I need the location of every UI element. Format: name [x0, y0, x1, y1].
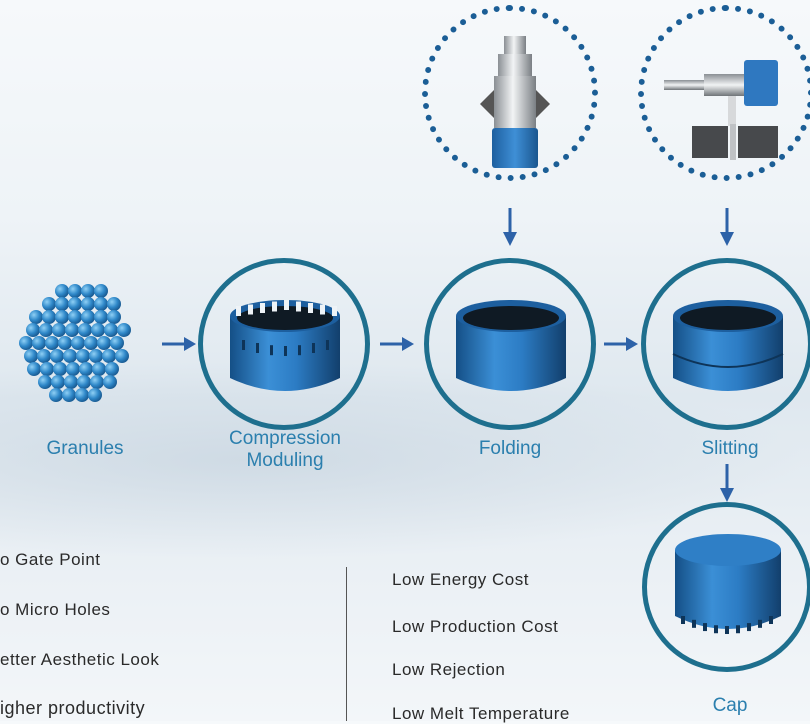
slitting-part-image	[672, 300, 784, 391]
compression-label-line2: Moduling	[246, 450, 324, 471]
benefits-divider	[346, 567, 347, 721]
benefit-right-item: Low Melt Temperature	[392, 704, 570, 723]
folding-part-image	[456, 300, 566, 391]
slitting-label: Slitting	[701, 438, 759, 459]
arrow-down-icon	[720, 208, 734, 246]
arrow-right-icon	[162, 337, 196, 351]
cap-label: Cap	[712, 695, 748, 716]
arrow-down-icon	[503, 208, 517, 246]
arrow-right-icon	[604, 337, 638, 351]
benefit-left-item: igher productivity	[0, 698, 146, 718]
compression-label-line1: Compression	[229, 428, 341, 449]
benefit-right-item: Low Rejection	[392, 660, 506, 679]
benefit-left-item: o Gate Point	[0, 550, 101, 569]
folding-tool-icon	[480, 36, 550, 168]
cap-part-image	[675, 534, 781, 634]
folding-ring	[424, 258, 596, 430]
slitting-tool-circle	[638, 5, 810, 181]
benefit-left-item: o Micro Holes	[0, 600, 111, 619]
compression-part-image	[230, 300, 340, 391]
benefit-left-item: etter Aesthetic Look	[0, 650, 160, 669]
slitting-tool-icon	[664, 60, 778, 160]
granules-image	[19, 284, 131, 402]
slitting-ring	[641, 258, 810, 430]
granules-label: Granules	[46, 438, 124, 459]
compression-ring	[198, 258, 370, 430]
compression-label: Compression Moduling	[200, 428, 370, 472]
benefit-right-item: Low Energy Cost	[392, 570, 529, 589]
arrow-down-icon	[720, 464, 734, 502]
benefit-right-item: Low Production Cost	[392, 617, 559, 636]
folding-label: Folding	[478, 438, 542, 459]
folding-tool-circle	[422, 5, 598, 181]
cap-ring	[642, 502, 810, 672]
arrow-right-icon	[380, 337, 414, 351]
